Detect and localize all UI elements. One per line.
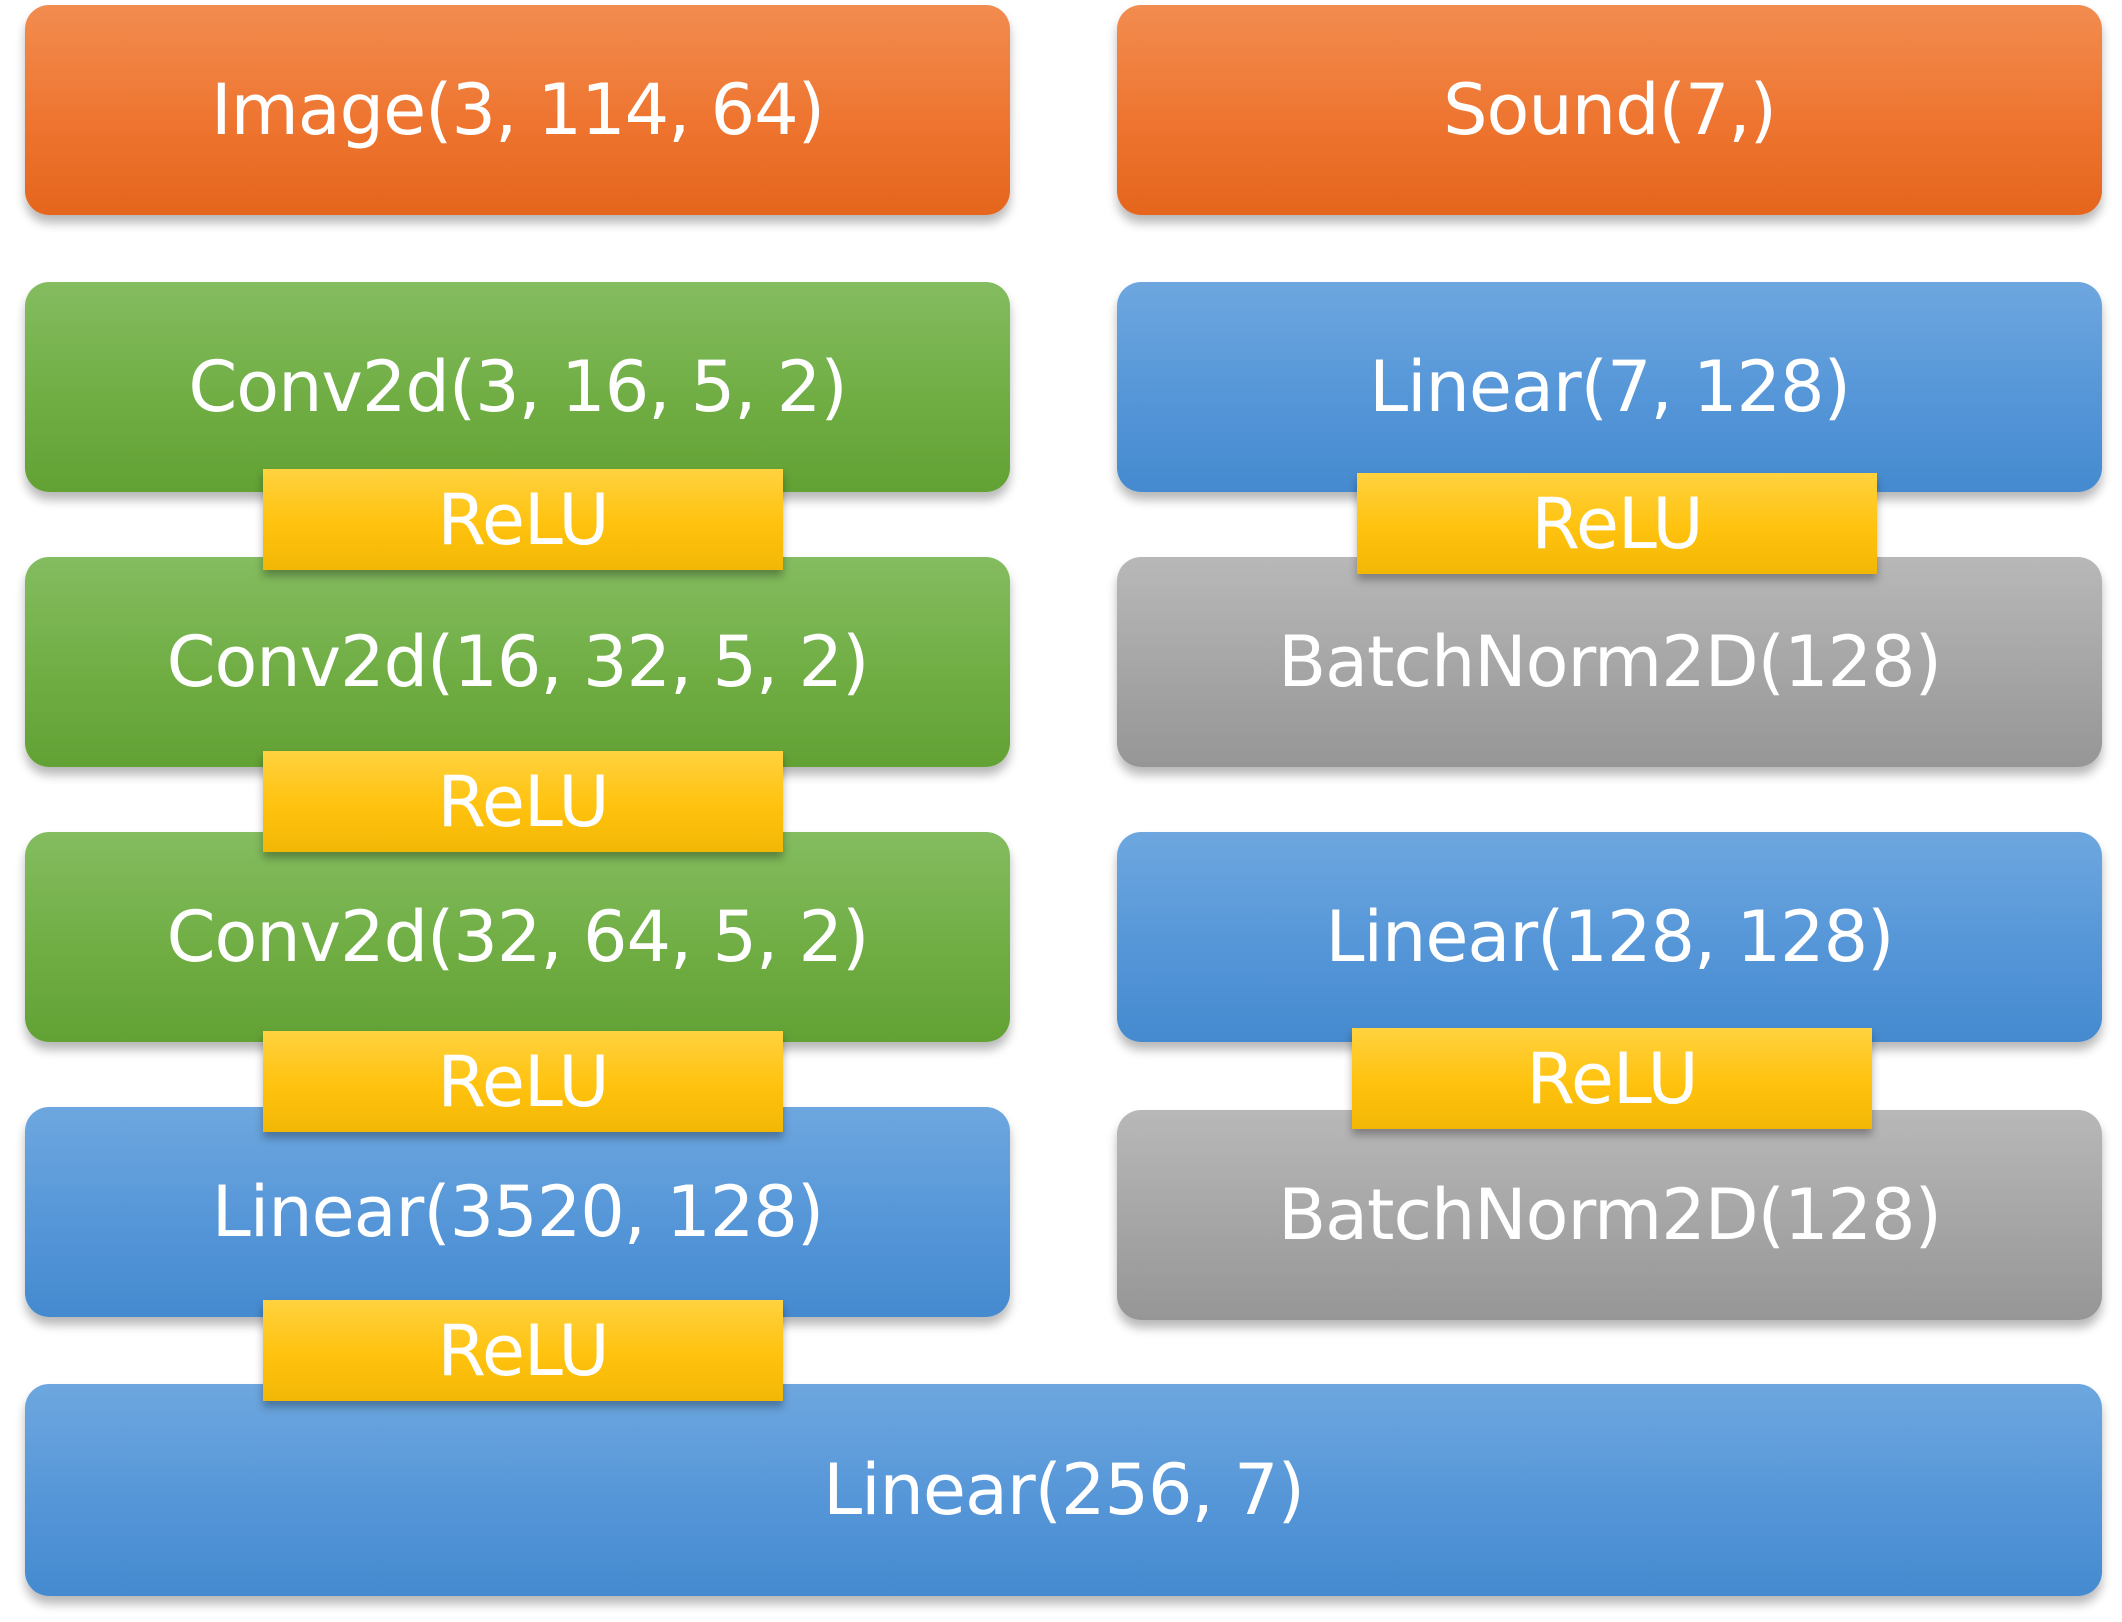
relu-bar-image-linear: ReLU	[263, 1300, 783, 1401]
relu-label: ReLU	[437, 760, 609, 843]
sound-linear-2-label: Linear(128, 128)	[1325, 896, 1895, 978]
relu-bar-sound-linear-1: ReLU	[1357, 473, 1877, 574]
image-input-block: Image(3, 114, 64)	[25, 5, 1010, 215]
sound-input-block: Sound(7,)	[1117, 5, 2102, 215]
sound-linear-2-block: Linear(128, 128)	[1117, 832, 2102, 1042]
conv2d-3-block: Conv2d(32, 64, 5, 2)	[25, 832, 1010, 1042]
batchnorm-1-label: BatchNorm2D(128)	[1278, 621, 1942, 703]
relu-label: ReLU	[437, 1040, 609, 1123]
relu-bar-conv2: ReLU	[263, 751, 783, 852]
output-linear-label: Linear(256, 7)	[823, 1449, 1305, 1531]
relu-bar-sound-linear-2: ReLU	[1352, 1028, 1872, 1129]
relu-bar-conv3: ReLU	[263, 1031, 783, 1132]
conv2d-2-label: Conv2d(16, 32, 5, 2)	[166, 621, 870, 703]
sound-input-label: Sound(7,)	[1443, 69, 1777, 151]
conv2d-1-block: Conv2d(3, 16, 5, 2)	[25, 282, 1010, 492]
relu-label: ReLU	[437, 478, 609, 561]
relu-label: ReLU	[1526, 1037, 1698, 1120]
batchnorm-2-label: BatchNorm2D(128)	[1278, 1174, 1942, 1256]
relu-bar-conv1: ReLU	[263, 469, 783, 570]
batchnorm-1-block: BatchNorm2D(128)	[1117, 557, 2102, 767]
image-input-label: Image(3, 114, 64)	[210, 69, 825, 151]
conv2d-3-label: Conv2d(32, 64, 5, 2)	[166, 896, 870, 978]
image-linear-block: Linear(3520, 128)	[25, 1107, 1010, 1317]
conv2d-1-label: Conv2d(3, 16, 5, 2)	[188, 346, 847, 428]
batchnorm-2-block: BatchNorm2D(128)	[1117, 1110, 2102, 1320]
sound-linear-1-block: Linear(7, 128)	[1117, 282, 2102, 492]
relu-label: ReLU	[1531, 482, 1703, 565]
sound-linear-1-label: Linear(7, 128)	[1369, 346, 1851, 428]
image-linear-label: Linear(3520, 128)	[211, 1171, 824, 1253]
relu-label: ReLU	[437, 1309, 609, 1392]
conv2d-2-block: Conv2d(16, 32, 5, 2)	[25, 557, 1010, 767]
output-linear-block: Linear(256, 7)	[25, 1384, 2102, 1596]
